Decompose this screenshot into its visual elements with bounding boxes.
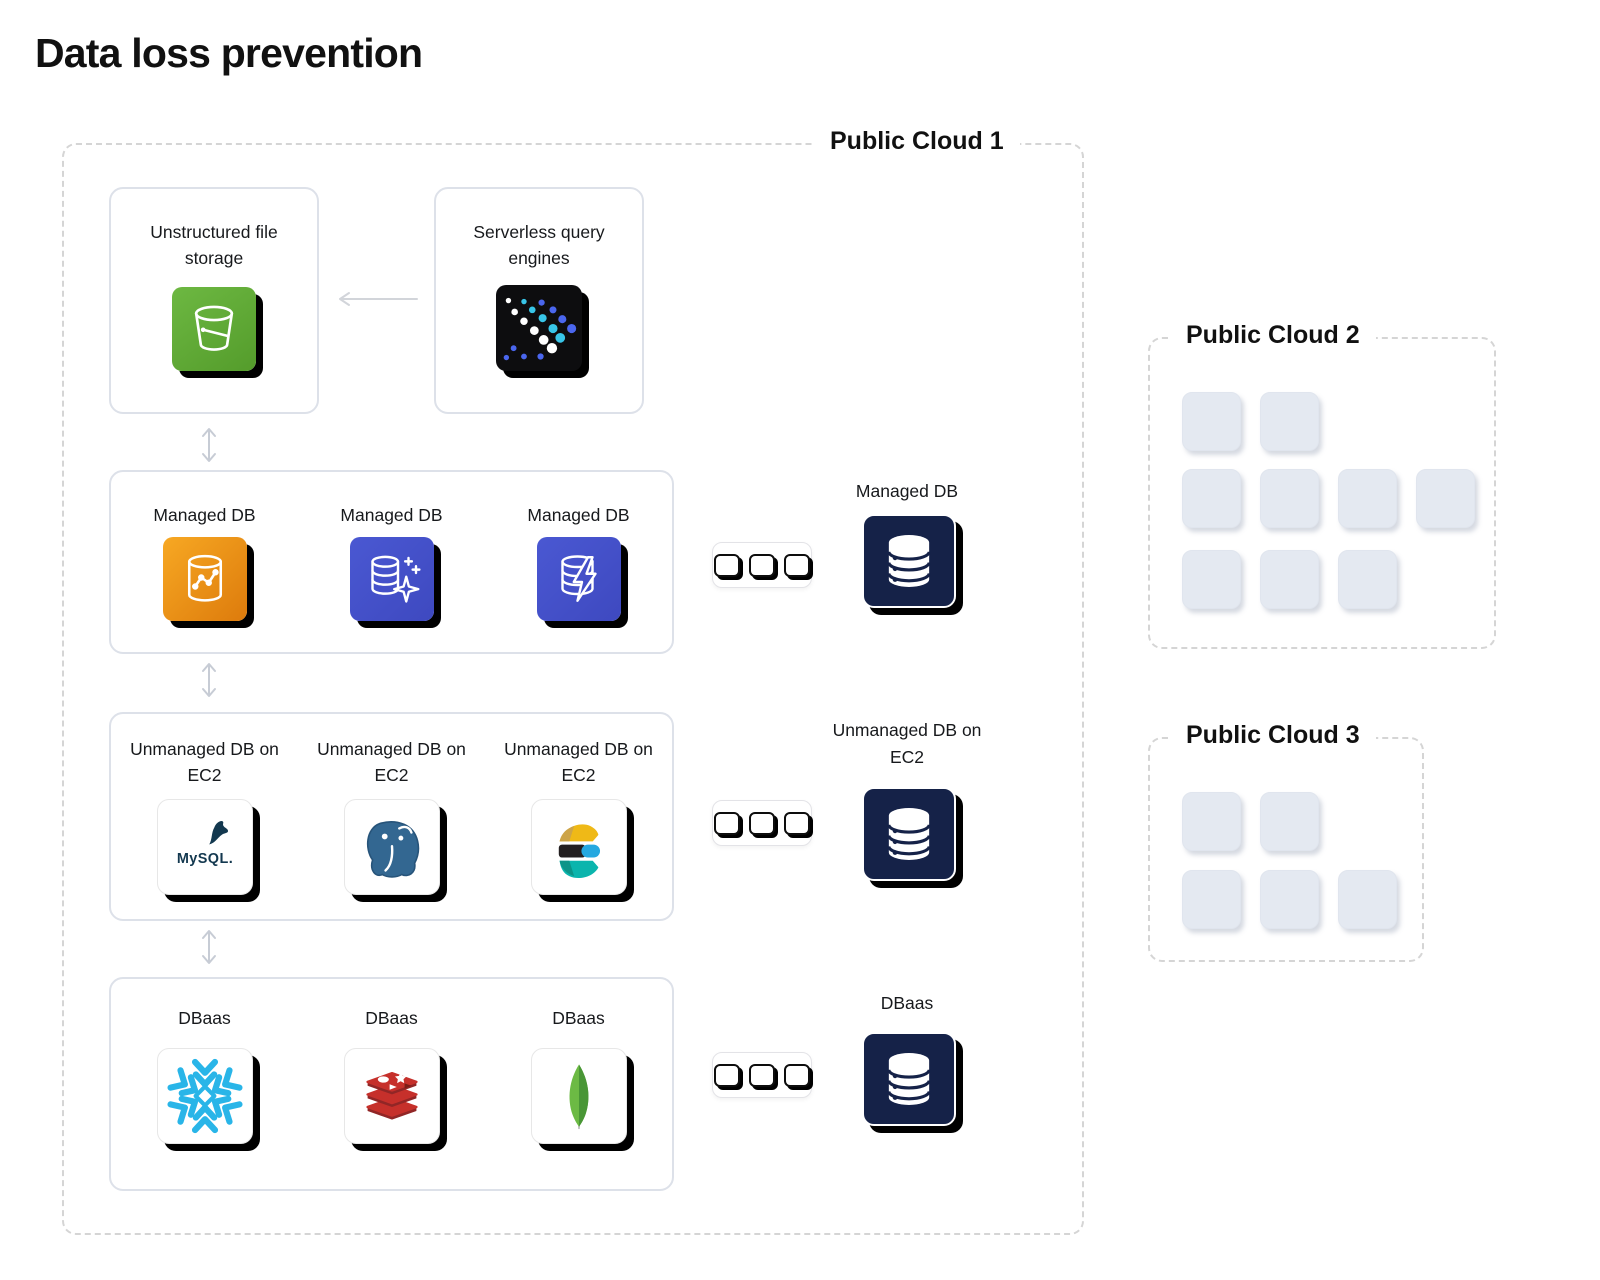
public-cloud-1-region: Public Cloud 1 Unstructured file storage… xyxy=(62,127,1084,1235)
placeholder-tile-row xyxy=(1182,392,1319,451)
placeholder-tile xyxy=(1338,469,1397,528)
placeholder-tile xyxy=(1260,792,1319,851)
dbaas-item: DBaas xyxy=(111,1005,298,1189)
unmanaged-db-item: Unmanaged DB on EC2 xyxy=(298,736,485,919)
managed-db-item: Managed DB xyxy=(111,502,298,652)
managed-db-label: Managed DB xyxy=(340,505,443,525)
placeholder-tile xyxy=(1182,550,1241,609)
placeholder-tile xyxy=(1182,792,1241,851)
database-navy-icon xyxy=(862,1032,956,1126)
arrow-left-icon xyxy=(339,292,418,306)
dbaas-group: DBaas DBaas xyxy=(109,977,674,1191)
placeholder-tile xyxy=(1182,870,1241,929)
box-dot xyxy=(784,811,810,835)
dbaas-item: DBaas xyxy=(485,1005,672,1189)
double-arrow-vertical-icon xyxy=(202,663,216,697)
placeholder-tile xyxy=(1260,469,1319,528)
serverless-query-engines-label: Serverless query engines xyxy=(473,222,605,268)
placeholder-tile-row xyxy=(1182,469,1475,528)
db-bolt-icon xyxy=(536,537,621,621)
managed-db-label: Managed DB xyxy=(153,505,256,525)
public-cloud-3-label: Public Cloud 3 xyxy=(1170,721,1376,750)
three-boxes-icon xyxy=(712,542,812,588)
placeholder-tile xyxy=(1416,469,1475,528)
redis-logo-icon xyxy=(343,1048,440,1144)
public-cloud-3-region: Public Cloud 3 xyxy=(1148,721,1424,962)
placeholder-tile-row xyxy=(1182,870,1397,929)
dbaas-label: DBaas xyxy=(178,1008,231,1028)
placeholder-tile xyxy=(1260,550,1319,609)
db-chart-icon xyxy=(162,537,247,621)
double-arrow-vertical-icon xyxy=(202,428,216,462)
query-dots-icon xyxy=(496,285,582,371)
unstructured-file-storage-card: Unstructured file storage xyxy=(109,187,319,414)
box-dot xyxy=(784,553,810,577)
managed-db-group: Managed DB Managed DB xyxy=(109,470,674,654)
unmanaged-db-summary-label: Unmanaged DB on EC2 xyxy=(832,720,982,767)
three-boxes-icon xyxy=(712,1052,812,1098)
box-dot xyxy=(749,811,775,835)
unmanaged-db-group: Unmanaged DB on EC2 MySQL. Unmanaged DB … xyxy=(109,712,674,921)
database-navy-icon xyxy=(862,787,956,881)
managed-db-item: Managed DB xyxy=(298,502,485,652)
placeholder-tile xyxy=(1182,469,1241,528)
public-cloud-2-region: Public Cloud 2 xyxy=(1148,321,1496,649)
placeholder-tile xyxy=(1338,870,1397,929)
placeholder-tile-row xyxy=(1182,792,1319,851)
box-dot xyxy=(714,811,740,835)
placeholder-tile xyxy=(1260,870,1319,929)
box-dot xyxy=(714,553,740,577)
dbaas-item: DBaas xyxy=(298,1005,485,1189)
unmanaged-db-item: Unmanaged DB on EC2 xyxy=(485,736,672,919)
snowflake-logo-icon xyxy=(156,1048,253,1144)
double-arrow-vertical-icon xyxy=(202,930,216,964)
box-dot xyxy=(714,1063,740,1087)
three-boxes-icon xyxy=(712,800,812,846)
box-dot xyxy=(749,553,775,577)
placeholder-tile xyxy=(1260,392,1319,451)
dbaas-summary-label: DBaas xyxy=(880,993,934,1013)
dbaas-label: DBaas xyxy=(552,1008,605,1028)
s3-bucket-icon xyxy=(172,287,256,371)
managed-db-summary-label: Managed DB xyxy=(855,481,959,501)
unmanaged-db-item: Unmanaged DB on EC2 MySQL. xyxy=(111,736,298,919)
unmanaged-db-label: Unmanaged DB on EC2 xyxy=(317,739,466,785)
placeholder-tile xyxy=(1182,392,1241,451)
managed-db-label: Managed DB xyxy=(527,505,630,525)
database-navy-icon xyxy=(862,514,956,608)
unmanaged-db-label: Unmanaged DB on EC2 xyxy=(504,739,653,785)
placeholder-tile-row xyxy=(1182,550,1397,609)
unstructured-file-storage-label: Unstructured file storage xyxy=(150,222,278,268)
db-sparkle-icon xyxy=(349,537,434,621)
elasticsearch-logo-icon xyxy=(530,799,627,895)
box-dot xyxy=(784,1063,810,1087)
dbaas-label: DBaas xyxy=(365,1008,418,1028)
public-cloud-2-label: Public Cloud 2 xyxy=(1170,321,1376,350)
placeholder-tile xyxy=(1338,550,1397,609)
mysql-wordmark: MySQL. xyxy=(176,851,232,867)
mongodb-logo-icon xyxy=(530,1048,627,1144)
managed-db-item: Managed DB xyxy=(485,502,672,652)
mysql-logo-icon: MySQL. xyxy=(156,799,253,895)
public-cloud-1-label: Public Cloud 1 xyxy=(814,127,1020,156)
serverless-query-engines-card: Serverless query engines xyxy=(434,187,644,414)
box-dot xyxy=(749,1063,775,1087)
unmanaged-db-label: Unmanaged DB on EC2 xyxy=(130,739,279,785)
page-title: Data loss prevention xyxy=(35,30,423,76)
postgresql-logo-icon xyxy=(343,799,440,895)
